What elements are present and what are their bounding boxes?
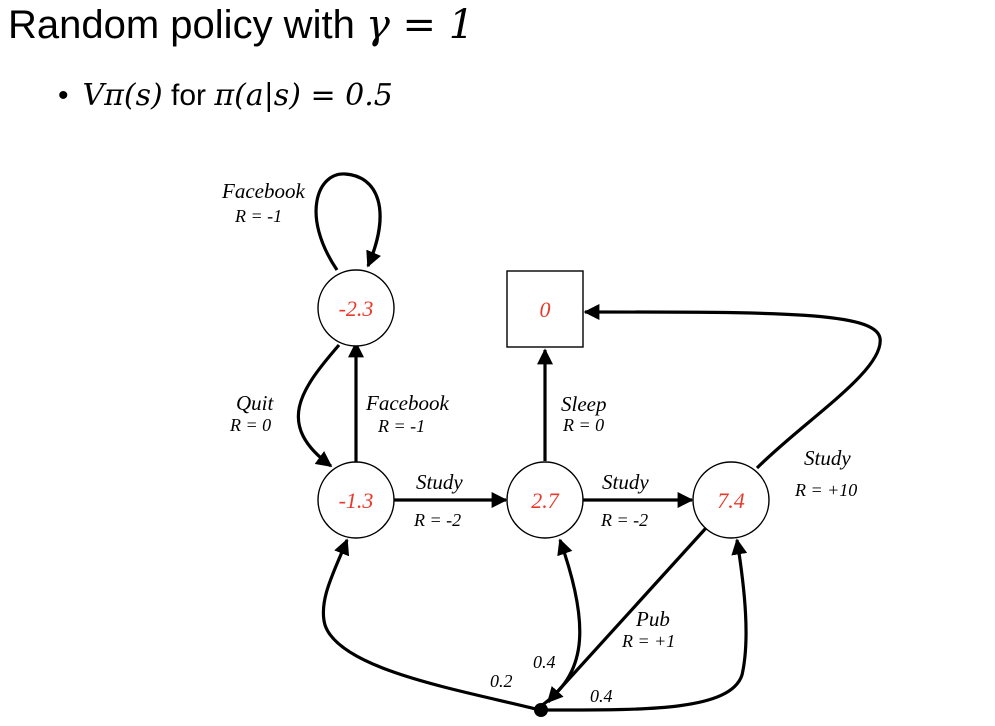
state-class2: 2.7 xyxy=(506,461,584,539)
bullet-math-v: Vπ(s) xyxy=(82,78,163,113)
pub-action: Pub xyxy=(635,607,670,631)
study3-edge xyxy=(583,304,882,470)
bullet-text: for xyxy=(162,79,215,112)
chance-to-class1-edge xyxy=(321,538,541,712)
study3-reward: R = +10 xyxy=(794,480,857,500)
state-class1-value: -1.3 xyxy=(339,488,374,513)
quit-action: Quit xyxy=(236,391,275,415)
title-math: γ = 1 xyxy=(365,2,475,48)
sleep-action: Sleep xyxy=(561,392,606,416)
title-text: Random policy with xyxy=(8,3,366,47)
prob-class2: 0.4 xyxy=(533,652,556,672)
state-sleep-terminal: 0 xyxy=(506,270,584,348)
facebook-loop-reward: R = -1 xyxy=(234,206,282,226)
pub-reward: R = +1 xyxy=(621,631,675,651)
bullet-line: • Vπ(s) for π(a|s) = 0.5 xyxy=(58,78,393,113)
chance-to-class3-edge xyxy=(540,538,748,712)
study2-reward: R = -2 xyxy=(600,510,648,530)
bullet-math-pi: π(a|s) = 0.5 xyxy=(214,78,393,113)
facebook-loop-action: Facebook xyxy=(221,179,305,203)
state-class2-value: 2.7 xyxy=(531,488,560,513)
bullet-dot: • xyxy=(58,79,69,112)
facebook-up-reward: R = -1 xyxy=(377,416,425,436)
sleep-reward: R = 0 xyxy=(562,415,604,435)
state-class1: -1.3 xyxy=(317,461,395,539)
page-title: Random policy with γ = 1 xyxy=(8,2,474,48)
study3-action: Study xyxy=(804,446,851,470)
study2-action: Study xyxy=(602,470,649,494)
facebook-up-action: Facebook xyxy=(365,391,449,415)
state-class3: 7.4 xyxy=(692,461,770,539)
quit-edge xyxy=(296,343,341,468)
study1-action: Study xyxy=(416,470,463,494)
state-sleep-value: 0 xyxy=(540,297,551,322)
quit-reward: R = 0 xyxy=(229,415,271,435)
pub-edge xyxy=(546,526,708,704)
chance-to-class2-edge xyxy=(540,538,582,708)
study1-reward: R = -2 xyxy=(413,510,461,530)
facebook-loop-edge xyxy=(314,172,382,271)
prob-class3: 0.4 xyxy=(590,686,613,706)
state-facebook-value: -2.3 xyxy=(339,296,374,321)
state-facebook: -2.3 xyxy=(317,269,395,347)
prob-class1: 0.2 xyxy=(490,671,513,691)
state-class3-value: 7.4 xyxy=(717,488,745,513)
chance-node xyxy=(534,703,548,717)
